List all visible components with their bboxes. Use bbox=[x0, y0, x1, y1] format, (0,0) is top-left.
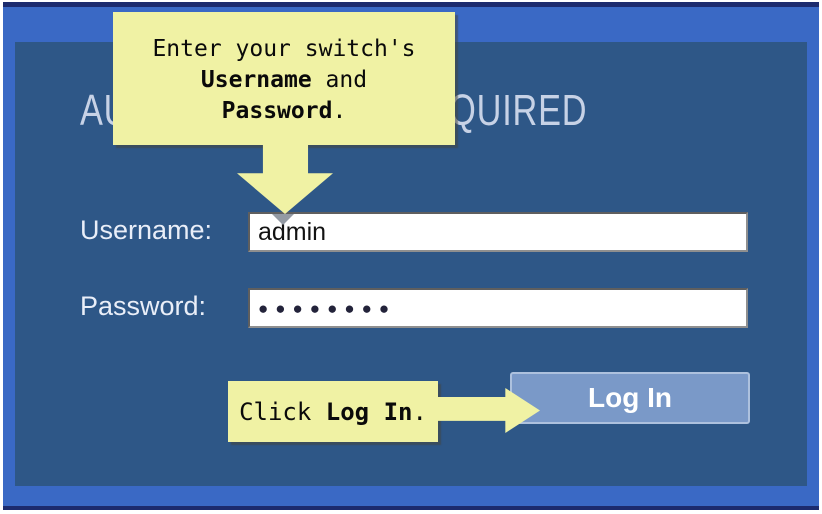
callout-bottom-prefix: Click bbox=[239, 397, 326, 426]
username-input[interactable] bbox=[248, 212, 748, 252]
username-label: Username: bbox=[80, 215, 213, 245]
login-button[interactable]: Log In bbox=[510, 372, 750, 424]
callout-top-line1: Enter your switch's bbox=[152, 36, 416, 62]
callout-top-line2-rest: and bbox=[311, 67, 368, 93]
callout-top-password-bold: Password bbox=[221, 98, 333, 124]
arrow-tip-shadow bbox=[272, 214, 294, 225]
password-input[interactable] bbox=[248, 288, 748, 328]
callout-top-line3-rest: . bbox=[332, 98, 347, 124]
password-label: Password: bbox=[80, 291, 207, 321]
callout-top-username-bold: Username bbox=[200, 67, 312, 93]
callout-bottom-suffix: . bbox=[412, 397, 427, 426]
callout-click-login: Click Log In. bbox=[228, 381, 438, 442]
callout-bottom-bold: Log In bbox=[325, 397, 413, 426]
